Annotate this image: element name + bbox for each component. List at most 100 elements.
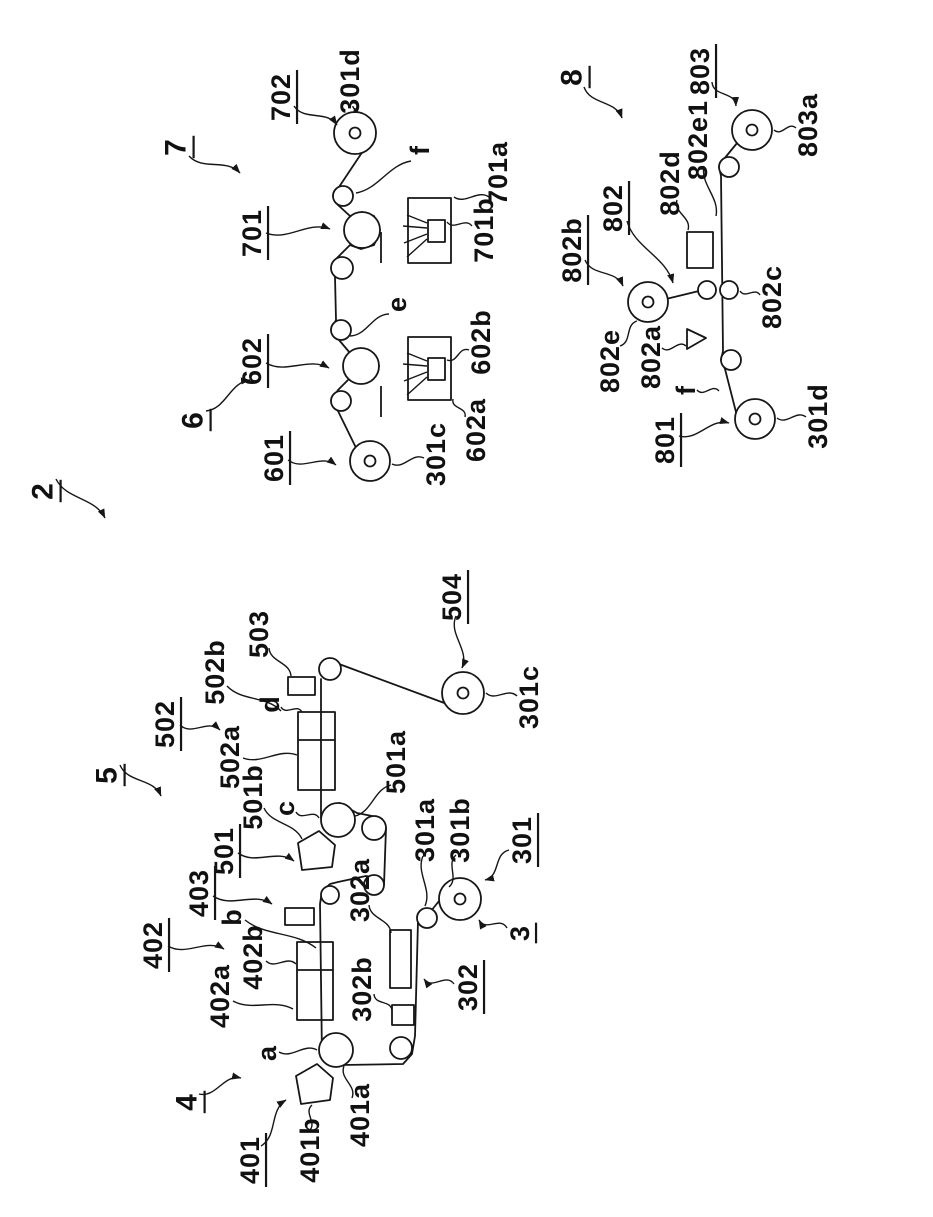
label-d702: 702	[266, 73, 296, 121]
label-d401: 401	[235, 1136, 265, 1184]
d301-arrow	[484, 849, 510, 882]
spray-line	[402, 225, 428, 229]
nozzle-602b	[427, 357, 446, 381]
film-roll-802b-hub	[641, 295, 655, 309]
unwind-roll-301d-hub	[748, 412, 762, 426]
coating-die-401b	[295, 1063, 334, 1105]
nip-roller-802c-lower	[719, 280, 739, 300]
label-pt-c: c	[270, 800, 300, 816]
d402b-leader	[265, 960, 297, 965]
label-d501: 501	[209, 827, 239, 875]
label-d502a: 502a	[215, 725, 245, 789]
label-r301c-6: 301c	[421, 422, 451, 486]
d602-arrow	[265, 360, 330, 369]
m7-arrow	[188, 155, 241, 174]
d501-arrow	[237, 852, 295, 862]
pt-e-leader	[349, 313, 390, 337]
d802d-leader	[675, 199, 690, 231]
web-to-winder-504	[338, 663, 448, 705]
label-pt-d: d	[255, 695, 285, 713]
d801-arrow	[678, 417, 730, 438]
spray-line	[402, 363, 428, 367]
winder-roll-301d-hub	[348, 126, 362, 140]
d403-arrow	[212, 895, 273, 905]
label-r301b: 301b	[445, 797, 475, 863]
label-m7: 7	[160, 138, 193, 156]
m4-arrow	[198, 1072, 242, 1095]
web-machine-8	[718, 136, 743, 417]
label-d302: 302	[453, 963, 483, 1011]
label-r301c-5: 301c	[514, 665, 544, 729]
label-pt-e: e	[382, 296, 412, 312]
label-d801: 801	[650, 416, 680, 464]
label-m4: 4	[171, 1093, 204, 1111]
label-w301a: 301a	[410, 798, 440, 862]
spray-line	[406, 238, 428, 258]
pt-c-leader	[295, 811, 320, 819]
label-d401b: 401b	[295, 1117, 325, 1183]
label-d802d: 802d	[655, 150, 685, 216]
d601-arrow	[287, 456, 337, 466]
d502a-leader	[242, 752, 298, 761]
d501a-leader	[354, 784, 392, 817]
r301c-5-leader	[485, 692, 518, 697]
label-pt-f-8: f	[671, 385, 701, 395]
d503-leader	[268, 647, 292, 677]
d802c-leader	[739, 290, 761, 296]
unwind-roll-301c-hub	[363, 454, 377, 468]
label-d601: 601	[259, 434, 289, 482]
pt-f-8-leader	[696, 387, 720, 394]
label-w802e1: 802e1	[683, 100, 713, 180]
r301b-leader	[448, 854, 457, 888]
guide-roller-801	[720, 349, 742, 371]
guide-roller-501-in	[363, 874, 385, 896]
label-m6: 6	[177, 411, 210, 429]
r301c-6-leader	[391, 456, 425, 466]
guide-roller-601	[330, 390, 352, 412]
m5-arrow	[119, 764, 162, 797]
coating-roller-401a	[318, 1032, 354, 1068]
r803a-leader	[773, 125, 797, 133]
spray-box-701a	[407, 197, 452, 264]
cleaner-302a	[389, 929, 412, 989]
label-d503: 503	[244, 610, 274, 658]
guide-roller-301a	[416, 907, 438, 929]
label-d802a: 802a	[636, 325, 666, 389]
label-pt-b: b	[217, 908, 247, 926]
guide-roller-701-exit	[332, 185, 354, 207]
dryer-402a	[296, 941, 334, 1021]
pt-b-leader	[244, 919, 317, 949]
label-d602b: 602b	[466, 309, 496, 375]
label-d301: 301	[507, 816, 537, 864]
d401b-leader	[308, 1104, 313, 1132]
label-d701b: 701b	[469, 197, 499, 263]
guide-roller-302	[389, 1036, 413, 1060]
pt-a-leader	[278, 1047, 318, 1055]
pt-f-7-leader	[355, 160, 412, 194]
coating-die-802a	[686, 328, 707, 350]
label-d602: 602	[237, 337, 267, 385]
label-m5: 5	[91, 766, 124, 784]
d402a-leader	[232, 1000, 294, 1010]
coating-roller-501a	[320, 802, 356, 838]
label-m8: 8	[556, 68, 589, 86]
label-d401a: 401a	[345, 1083, 375, 1147]
cleaner-302b	[391, 1004, 415, 1026]
coating-die-501b	[297, 830, 336, 871]
d602a-leader	[452, 398, 466, 418]
guide-roller-701-in	[330, 256, 354, 280]
guide-roller-402-exit	[320, 885, 340, 905]
d401a-leader	[342, 1065, 354, 1099]
d803-arrow	[711, 81, 740, 107]
d701-arrow	[265, 222, 331, 236]
label-d802: 802	[598, 184, 628, 232]
d602b-leader	[446, 348, 470, 362]
r301d-8-leader	[776, 414, 807, 421]
label-d701: 701	[237, 209, 267, 257]
label-d802c: 802c	[757, 265, 787, 329]
label-d402a: 402a	[205, 964, 235, 1028]
